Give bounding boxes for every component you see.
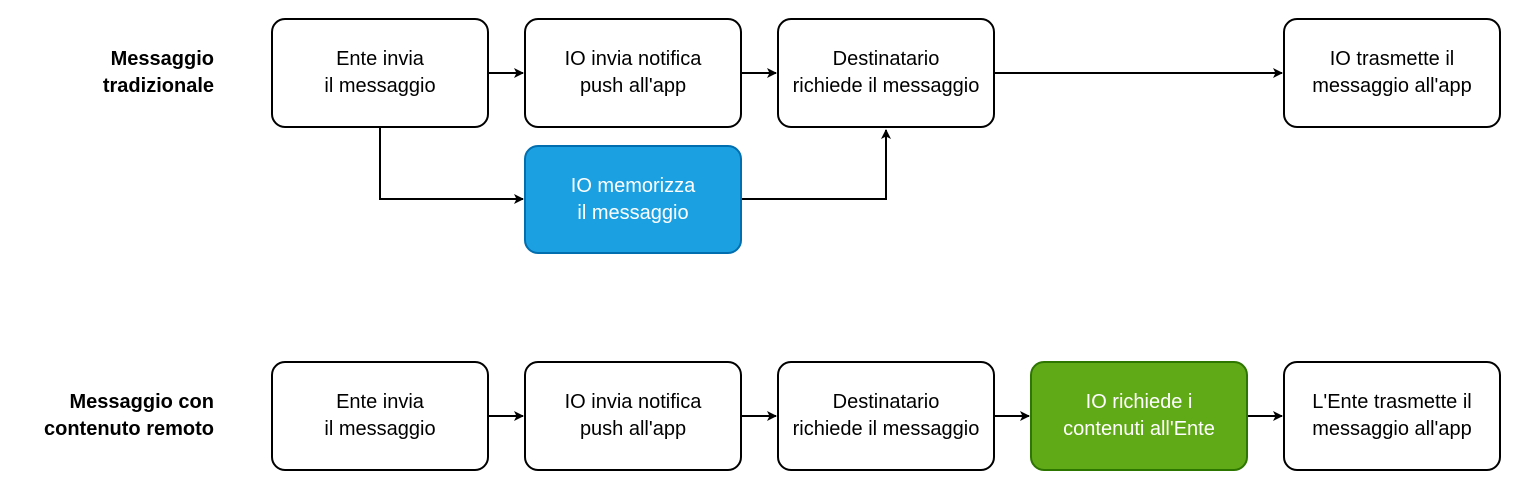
- arrow-ente-to-memorizza: [379, 128, 524, 204]
- node-text-line: messaggio all'app: [1312, 75, 1472, 97]
- row-label-line: tradizionale: [102, 75, 214, 97]
- node-text-line: il messaggio: [324, 75, 436, 97]
- node-ente-trasmette: L'Ente trasmette il messaggio all'app: [1283, 361, 1501, 471]
- node-destinatario-richiede: Destinatario richiede il messaggio: [777, 18, 995, 128]
- node-text-line: Destinatario: [832, 48, 940, 70]
- node-text-line: Ente invia: [336, 48, 424, 70]
- node-text-line: Destinatario: [832, 391, 940, 413]
- node-io-trasmette: IO trasmette il messaggio all'app: [1283, 18, 1501, 128]
- node-text-line: IO invia notifica: [564, 391, 702, 413]
- node-text-line: L'Ente trasmette il: [1312, 391, 1472, 413]
- node-remote-destinatario-richiede: Destinatario richiede il messaggio: [777, 361, 995, 471]
- row-label-traditional: Messaggio tradizionale: [14, 46, 214, 100]
- arrow-memorizza-to-destinatario: [742, 129, 891, 200]
- node-io-invia-notifica: IO invia notifica push all'app: [524, 18, 742, 128]
- node-text-line: Ente invia: [336, 391, 424, 413]
- node-text-line: IO richiede i: [1085, 391, 1193, 413]
- node-text-line: push all'app: [579, 75, 687, 97]
- row-label-line: Messaggio: [110, 48, 214, 70]
- node-text-line: richiede il messaggio: [792, 418, 980, 440]
- node-remote-io-invia-notifica: IO invia notifica push all'app: [524, 361, 742, 471]
- node-text-line: messaggio all'app: [1312, 418, 1472, 440]
- node-text-line: IO memorizza: [570, 174, 696, 197]
- row-label-line: contenuto remoto: [44, 418, 214, 440]
- node-text-line: contenuti all'Ente: [1063, 418, 1215, 440]
- node-ente-invia: Ente invia il messaggio: [271, 18, 489, 128]
- row-label-line: Messaggio con: [69, 391, 214, 413]
- node-io-memorizza: IO memorizza il messaggio: [524, 145, 742, 254]
- node-text-line: IO invia notifica: [564, 48, 702, 70]
- node-text-line: IO trasmette il: [1329, 48, 1455, 70]
- node-text-line: il messaggio: [324, 418, 436, 440]
- row-label-remote: Messaggio con contenuto remoto: [14, 389, 214, 443]
- node-text-line: push all'app: [579, 418, 687, 440]
- node-text-line: il messaggio: [577, 201, 689, 224]
- node-remote-ente-invia: Ente invia il messaggio: [271, 361, 489, 471]
- node-text-line: richiede il messaggio: [792, 75, 980, 97]
- node-io-richiede-contenuti: IO richiede i contenuti all'Ente: [1030, 361, 1248, 471]
